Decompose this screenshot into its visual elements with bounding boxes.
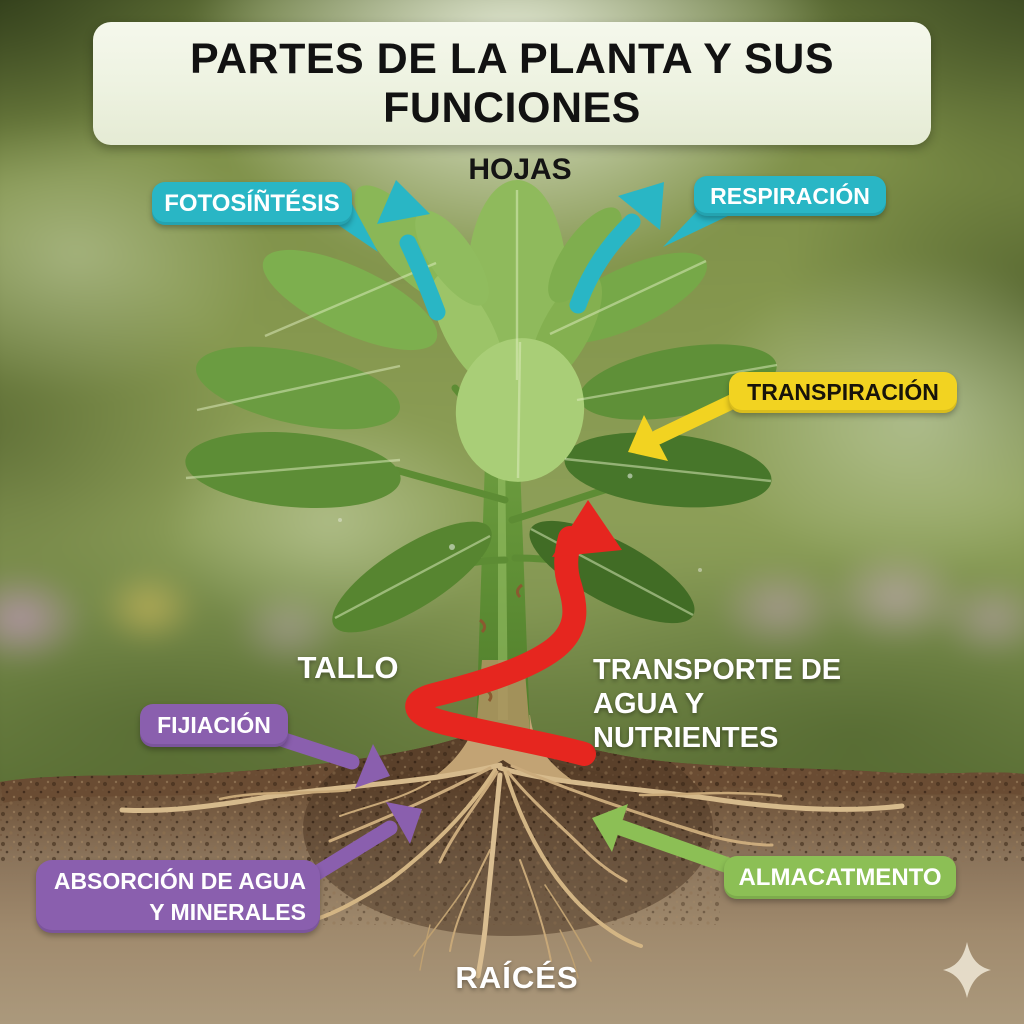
root-crown <box>428 715 578 784</box>
function-label-fotosintesis: FOTOSÍÑTÉSIS <box>152 182 352 225</box>
function-label-absorcion: ABSORCIÓN DE AGUA Y MINERALES <box>36 860 320 933</box>
title-banner: PARTES DE LA PLANTA Y SUS FUNCIONES <box>93 22 931 145</box>
leaves <box>185 180 778 633</box>
part-label-tallo: TALLO <box>297 650 399 685</box>
function-label-transpiracion: TRANSPIRACIÓN <box>729 372 957 413</box>
respiracion-label-tail <box>663 208 732 247</box>
almacenamiento-arrow <box>592 804 746 877</box>
page-title: PARTES DE LA PLANTA Y SUS FUNCIONES <box>189 35 835 132</box>
function-label-respiracion: RESPIRACIÓN <box>694 176 886 216</box>
sparkle-icon <box>943 942 991 998</box>
respiracion-arrow <box>569 182 732 314</box>
part-label-raices: RAÍCÉS <box>455 960 579 995</box>
transpiracion-arrow <box>628 389 750 461</box>
dust-specks <box>338 473 702 572</box>
function-label-almacenamiento: ALMACATMENTO <box>724 856 956 899</box>
absorcion-arrow <box>304 802 422 884</box>
part-label-hojas: HOJAS <box>468 153 572 186</box>
function-label-fijacion: FIJIACIÓN <box>140 704 288 747</box>
function-label-transporte: TRANSPORTE DE AGUA Y NUTRIENTES <box>593 654 842 754</box>
transporte-arrow <box>405 500 622 766</box>
